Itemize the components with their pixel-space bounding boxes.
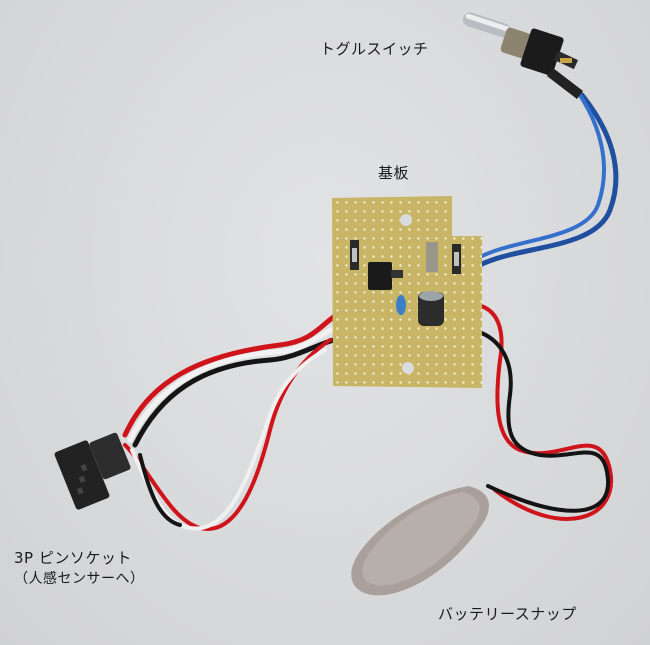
label-battery-snap: バッテリースナップ bbox=[438, 605, 577, 623]
sensor-wires bbox=[122, 305, 355, 531]
label-board: 基板 bbox=[378, 164, 410, 182]
label-pin-socket-note: （人感センサーへ） bbox=[14, 571, 145, 587]
toggle-switch bbox=[462, 12, 584, 99]
pin-socket-connector bbox=[54, 432, 131, 510]
label-toggle-switch: トグルスイッチ bbox=[320, 40, 429, 58]
label-pin-socket: 3P ピンソケット bbox=[14, 549, 132, 567]
battery-snap bbox=[351, 486, 489, 596]
battery-wires bbox=[470, 303, 614, 521]
pcb-board bbox=[332, 196, 482, 388]
